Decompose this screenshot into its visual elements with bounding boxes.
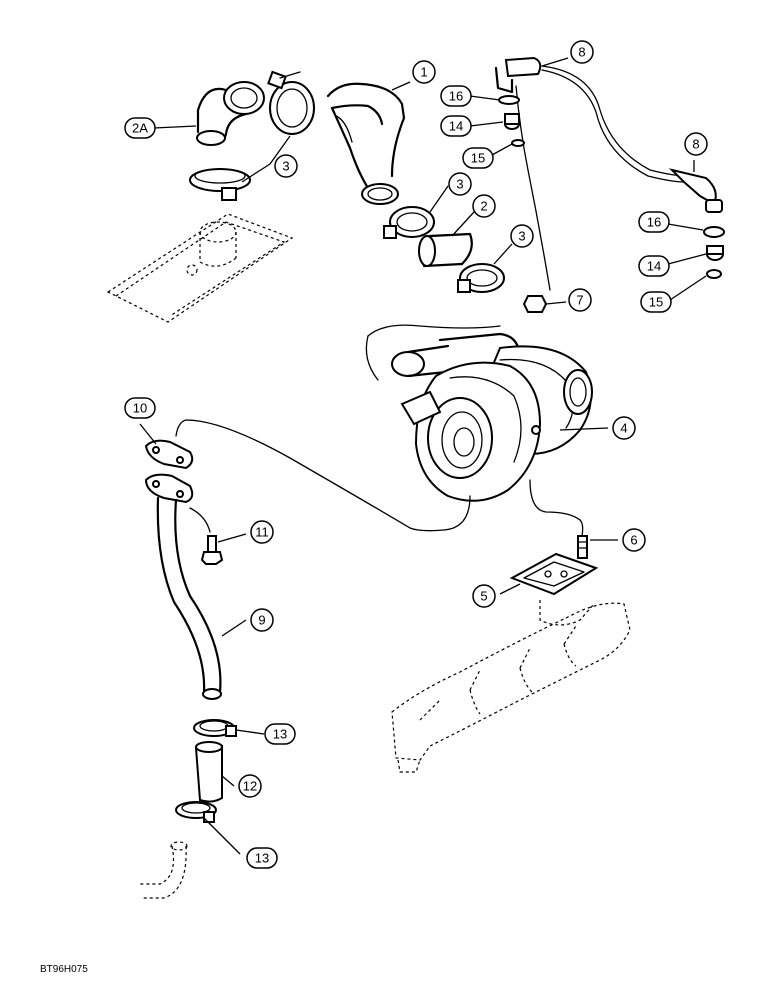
- callout-10: 10: [124, 397, 156, 419]
- callout-number: 7: [576, 293, 583, 308]
- callout-bubble: [412, 60, 436, 84]
- callout-number: 16: [647, 215, 661, 230]
- callout-8a: 8: [570, 40, 594, 64]
- callout-bubble: [570, 40, 594, 64]
- callout-6: 6: [622, 528, 646, 552]
- hose-clamp: [193, 719, 237, 737]
- callout-number: 2: [480, 199, 487, 214]
- callout-number: 16: [449, 89, 463, 104]
- callout-number: 15: [649, 295, 663, 310]
- callout-7: 7: [568, 288, 592, 312]
- callout-number: 3: [282, 159, 289, 174]
- hose-clamp: [189, 168, 251, 201]
- callout-3a: 3: [274, 154, 298, 178]
- callout-bubble: [264, 723, 296, 745]
- callout-1: 1: [412, 60, 436, 84]
- callout-bubble: [274, 154, 298, 178]
- callout-bubble: [510, 224, 534, 248]
- callout-11: 11: [250, 520, 274, 544]
- hose-clamp: [267, 70, 315, 135]
- callout-number: 10: [133, 401, 147, 416]
- callout-number: 8: [578, 45, 585, 60]
- callout-8b: 8: [684, 132, 708, 156]
- callout-14b: 14: [638, 255, 670, 277]
- callout-2: 2: [472, 194, 496, 218]
- callout-3c: 3: [510, 224, 534, 248]
- oil-supply-line: [494, 56, 725, 291]
- callout-bubble: [684, 132, 708, 156]
- callout-bubble: [640, 291, 672, 313]
- callout-bubble: [448, 172, 472, 196]
- callout-15a: 15: [462, 147, 494, 169]
- callout-9: 9: [250, 608, 274, 632]
- callout-4: 4: [612, 416, 636, 440]
- callout-number: 14: [449, 119, 463, 134]
- callout-bubble: [250, 608, 274, 632]
- callout-number: 14: [647, 259, 661, 274]
- callout-13b: 13: [246, 847, 278, 869]
- callout-bubble: [250, 520, 274, 544]
- leader-lines: [139, 57, 707, 855]
- callout-14a: 14: [440, 115, 472, 137]
- coupling-hose: [418, 232, 473, 268]
- callout-bubble: [638, 255, 670, 277]
- callout-16a: 16: [440, 85, 472, 107]
- intake-manifold-plate: [106, 213, 294, 323]
- bolt: [189, 507, 224, 565]
- hose-clamp: [383, 206, 435, 239]
- turbo-gasket: [509, 552, 599, 596]
- callout-bubble: [472, 194, 496, 218]
- elbow-hose: [196, 81, 265, 146]
- callout-number: 13: [273, 727, 287, 742]
- callout-3b: 3: [448, 172, 472, 196]
- intake-hose: [326, 82, 406, 205]
- callout-number: 12: [243, 779, 257, 794]
- callout-bubble: [124, 117, 156, 139]
- callout-bubble: [612, 416, 636, 440]
- drawing-code: BT96H075: [40, 964, 88, 975]
- callout-bubble: [246, 847, 278, 869]
- callout-number: 5: [480, 589, 487, 604]
- callout-number: 1: [420, 65, 427, 80]
- callout-bubble: [238, 774, 262, 798]
- callout-number: 2A: [132, 121, 148, 136]
- callout-bubble: [462, 147, 494, 169]
- callout-number: 3: [518, 229, 525, 244]
- stud: [577, 519, 588, 559]
- callout-13a: 13: [264, 723, 296, 745]
- callout-bubble: [568, 288, 592, 312]
- callout-bubble: [440, 85, 472, 107]
- hose-clamp: [175, 801, 217, 823]
- callout-bubble: [638, 211, 670, 233]
- turbocharger: [365, 324, 593, 532]
- callout-5: 5: [472, 584, 496, 608]
- engine-drain-tube: [140, 841, 188, 899]
- drain-hose: [194, 741, 223, 803]
- callout-number: 4: [620, 421, 627, 436]
- callout-number: 15: [471, 151, 485, 166]
- nut: [522, 295, 548, 313]
- hose-clamp: [457, 263, 505, 293]
- oil-drain-line: [144, 419, 411, 700]
- callout-number: 3: [456, 177, 463, 192]
- callout-number: 9: [258, 613, 265, 628]
- callout-15b: 15: [640, 291, 672, 313]
- callout-number: 13: [255, 851, 269, 866]
- callout-2a: 2A: [124, 117, 156, 139]
- callout-number: 8: [692, 137, 699, 152]
- callout-12: 12: [238, 774, 262, 798]
- callout-bubble: [472, 584, 496, 608]
- exhaust-manifold: [391, 600, 631, 773]
- callout-bubble: [124, 397, 156, 419]
- callout-16b: 16: [638, 211, 670, 233]
- callout-number: 6: [630, 533, 637, 548]
- callout-bubble: [622, 528, 646, 552]
- callout-number: 11: [255, 525, 269, 540]
- callout-bubble: [440, 115, 472, 137]
